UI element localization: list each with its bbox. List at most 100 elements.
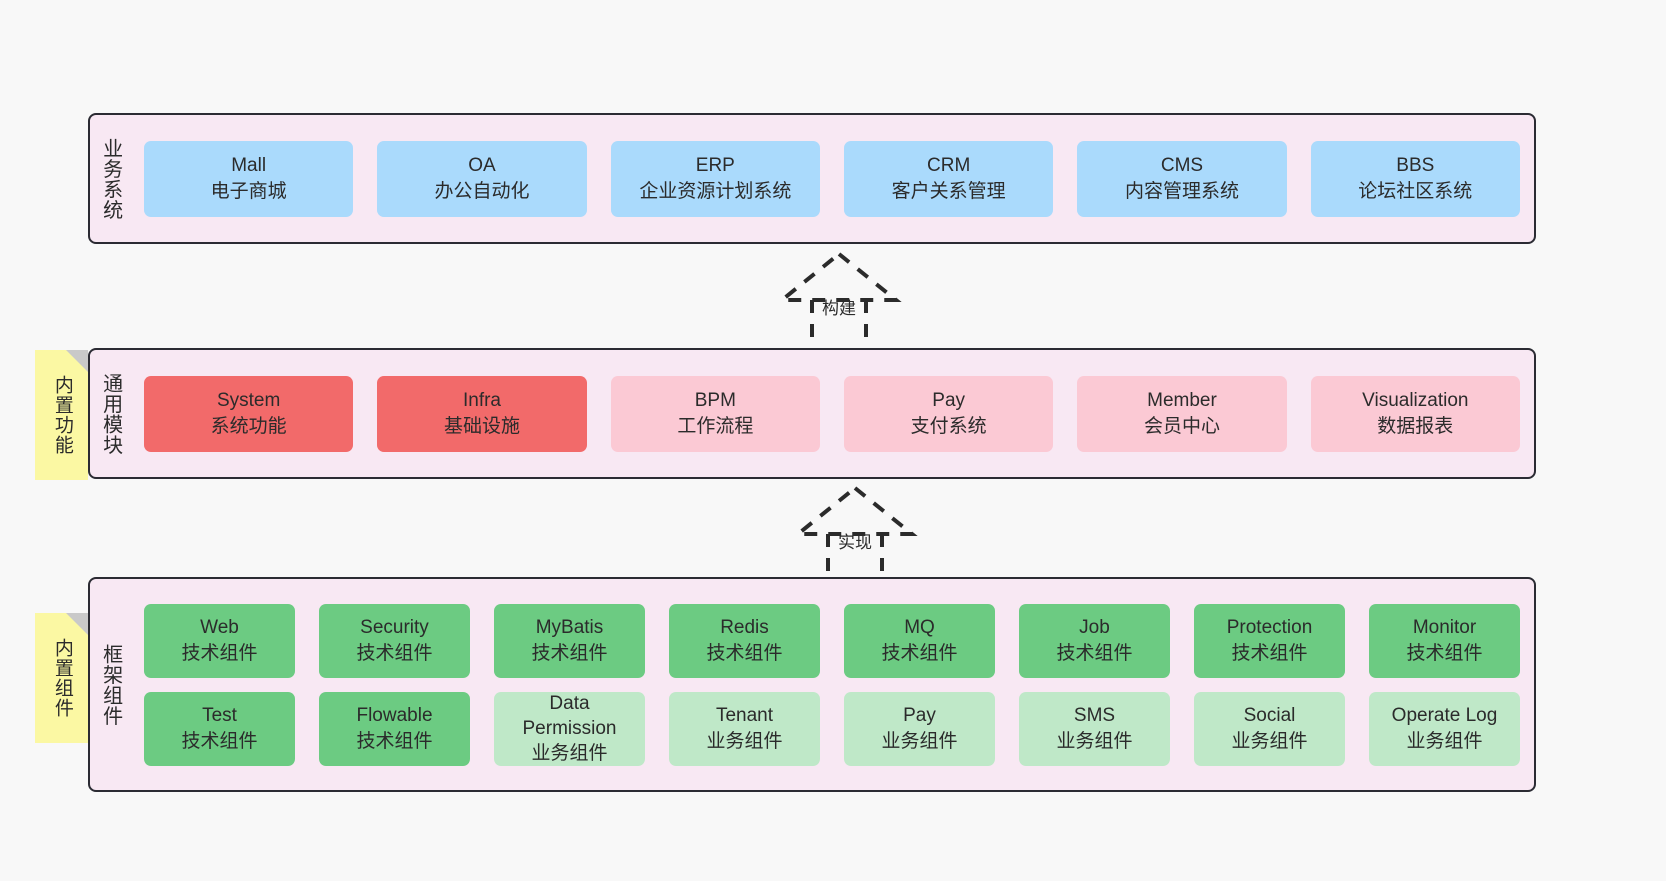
card-pay-module-en: Pay: [932, 390, 966, 412]
card-mybatis-en: MyBatis: [535, 617, 604, 639]
card-oa[interactable]: OA 办公自动化: [377, 140, 587, 217]
card-sms-en: SMS: [1073, 705, 1116, 727]
card-infra[interactable]: Infra 基础设施: [377, 375, 587, 452]
card-redis[interactable]: Redis 技术组件: [669, 603, 820, 678]
card-operate-log-en: Operate Log: [1391, 705, 1498, 727]
card-erp-en: ERP: [695, 155, 735, 177]
layer-business-systems: 业务系统 Mall 电子商城 OA 办公自动化 ERP 企业资源计划系统 CRM…: [88, 113, 1536, 244]
card-social-cn: 业务组件: [1231, 730, 1308, 752]
card-test-cn: 技术组件: [181, 730, 258, 752]
card-operate-log-cn: 业务组件: [1406, 730, 1483, 752]
arrow-implement-glyph: [792, 485, 918, 586]
layer-framework-components-row-business: Test 技术组件 Flowable 技术组件 Data Permission …: [144, 691, 1520, 766]
card-erp-cn: 企业资源计划系统: [639, 180, 792, 202]
card-member-cn: 会员中心: [1143, 415, 1220, 437]
card-pay-module[interactable]: Pay 支付系统: [843, 375, 1054, 452]
card-data-permission[interactable]: Data Permission 业务组件: [494, 691, 645, 766]
layer-common-modules: 通用模块 System 系统功能 Infra 基础设施 BPM 工作流程 Pay…: [88, 348, 1536, 479]
card-mybatis[interactable]: MyBatis 技术组件: [494, 603, 645, 678]
card-tenant[interactable]: Tenant 业务组件: [669, 691, 820, 766]
card-security-en: Security: [360, 617, 429, 639]
card-tenant-cn: 业务组件: [706, 730, 783, 752]
card-tenant-en: Tenant: [715, 705, 774, 727]
card-sms[interactable]: SMS 业务组件: [1019, 691, 1170, 766]
card-social[interactable]: Social 业务组件: [1194, 691, 1345, 766]
card-pay-module-cn: 支付系统: [910, 415, 987, 437]
card-flowable-en: Flowable: [356, 705, 433, 727]
card-bpm-en: BPM: [694, 390, 736, 412]
arrow-implement: 实现: [760, 482, 950, 587]
layer-framework-components: 框架组件 Web 技术组件 Security 技术组件 MyBatis 技术组件…: [88, 577, 1536, 792]
layer-common-modules-body: System 系统功能 Infra 基础设施 BPM 工作流程 Pay 支付系统…: [130, 350, 1534, 477]
card-monitor-cn: 技术组件: [1406, 642, 1483, 664]
arrow-build-label: 构建: [822, 299, 856, 318]
card-system[interactable]: System 系统功能: [144, 375, 354, 452]
card-monitor[interactable]: Monitor 技术组件: [1369, 603, 1520, 678]
card-security-cn: 技术组件: [356, 642, 433, 664]
card-cms-cn: 内容管理系统: [1124, 180, 1239, 202]
card-pay-component[interactable]: Pay 业务组件: [844, 691, 995, 766]
card-cms[interactable]: CMS 内容管理系统: [1077, 140, 1287, 217]
card-system-en: System: [216, 390, 281, 412]
layer-framework-components-row-tech: Web 技术组件 Security 技术组件 MyBatis 技术组件 Redi…: [144, 603, 1520, 678]
card-visualization-cn: 数据报表: [1377, 415, 1454, 437]
layer-business-systems-body: Mall 电子商城 OA 办公自动化 ERP 企业资源计划系统 CRM 客户关系…: [130, 115, 1534, 242]
card-member-en: Member: [1147, 390, 1217, 412]
note-builtin-features: 内置功能: [35, 350, 88, 480]
card-crm-en: CRM: [927, 155, 971, 177]
card-redis-en: Redis: [720, 617, 769, 639]
arrow-build: 构建: [744, 248, 934, 353]
card-web[interactable]: Web 技术组件: [144, 603, 295, 678]
card-visualization-en: Visualization: [1362, 390, 1469, 412]
card-mq-en: MQ: [904, 617, 935, 639]
card-test[interactable]: Test 技术组件: [144, 691, 295, 766]
card-oa-en: OA: [468, 155, 496, 177]
card-crm[interactable]: CRM 客户关系管理: [843, 140, 1054, 217]
card-erp[interactable]: ERP 企业资源计划系统: [610, 140, 820, 217]
card-bpm-cn: 工作流程: [677, 415, 754, 437]
card-infra-cn: 基础设施: [443, 415, 520, 437]
card-system-cn: 系统功能: [210, 415, 287, 437]
card-member[interactable]: Member 会员中心: [1077, 375, 1287, 452]
card-protection-en: Protection: [1226, 617, 1313, 639]
note-builtin-components: 内置组件: [35, 613, 88, 743]
card-bbs-en: BBS: [1396, 155, 1435, 177]
arrow-build-glyph: [776, 251, 902, 352]
card-job-en: Job: [1079, 617, 1110, 639]
card-test-en: Test: [202, 705, 237, 727]
card-redis-cn: 技术组件: [706, 642, 783, 664]
layer-framework-components-title: 框架组件: [99, 643, 122, 726]
layer-business-systems-row: Mall 电子商城 OA 办公自动化 ERP 企业资源计划系统 CRM 客户关系…: [144, 140, 1520, 217]
card-protection[interactable]: Protection 技术组件: [1194, 603, 1345, 678]
card-pay-component-en: Pay: [903, 705, 936, 727]
card-job-cn: 技术组件: [1056, 642, 1133, 664]
card-mq-cn: 技术组件: [881, 642, 958, 664]
card-visualization[interactable]: Visualization 数据报表: [1310, 375, 1520, 452]
card-sms-cn: 业务组件: [1056, 730, 1133, 752]
arrow-implement-label: 实现: [838, 533, 872, 552]
card-infra-en: Infra: [462, 390, 501, 412]
card-monitor-en: Monitor: [1412, 617, 1477, 639]
card-crm-cn: 客户关系管理: [891, 180, 1006, 202]
card-bbs-cn: 论坛社区系统: [1358, 180, 1473, 202]
card-bpm[interactable]: BPM 工作流程: [610, 375, 820, 452]
card-security[interactable]: Security 技术组件: [319, 603, 470, 678]
card-flowable[interactable]: Flowable 技术组件: [319, 691, 470, 766]
card-data-permission-cn: 业务组件: [531, 743, 608, 765]
card-job[interactable]: Job 技术组件: [1019, 603, 1170, 678]
card-operate-log[interactable]: Operate Log 业务组件: [1369, 691, 1520, 766]
card-bbs[interactable]: BBS 论坛社区系统: [1310, 140, 1520, 217]
layer-common-modules-title: 通用模块: [99, 372, 122, 455]
card-web-cn: 技术组件: [181, 642, 258, 664]
layer-common-modules-row: System 系统功能 Infra 基础设施 BPM 工作流程 Pay 支付系统…: [144, 375, 1520, 452]
layer-framework-components-body: Web 技术组件 Security 技术组件 MyBatis 技术组件 Redi…: [130, 579, 1534, 790]
card-flowable-cn: 技术组件: [356, 730, 433, 752]
card-cms-en: CMS: [1160, 155, 1204, 177]
card-social-en: Social: [1243, 705, 1296, 727]
card-data-permission-en: Data Permission: [522, 692, 617, 739]
card-mq[interactable]: MQ 技术组件: [844, 603, 995, 678]
card-mybatis-cn: 技术组件: [531, 642, 608, 664]
card-mall-cn: 电子商城: [210, 180, 287, 202]
card-mall[interactable]: Mall 电子商城: [144, 140, 354, 217]
